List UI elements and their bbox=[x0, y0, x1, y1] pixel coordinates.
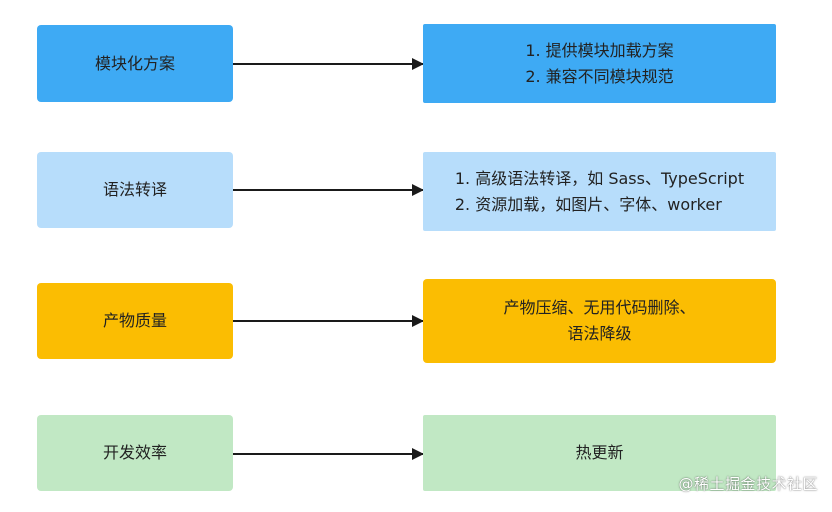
detail-syntax-transpile-text: 1. 高级语法转译，如 Sass、TypeScript 2. 资源加载，如图片、… bbox=[455, 166, 744, 218]
detail-output-quality-line-2: 语法降级 bbox=[567, 324, 632, 343]
watermark-text: @稀土掘金技术社区 bbox=[678, 475, 818, 493]
arrow-modularization bbox=[233, 58, 424, 70]
detail-modularization-text: 1. 提供模块加载方案 2. 兼容不同模块规范 bbox=[525, 38, 673, 90]
node-modularization: 模块化方案 bbox=[37, 25, 233, 102]
detail-syntax-transpile-line-1: 1. 高级语法转译，如 Sass、TypeScript bbox=[454, 168, 745, 188]
detail-modularization-line-2: 2. 兼容不同模块规范 bbox=[525, 66, 674, 86]
detail-dev-efficiency-text: 热更新 bbox=[575, 440, 623, 466]
detail-dev-efficiency-line-1: 热更新 bbox=[575, 443, 624, 462]
node-syntax-transpile-label: 语法转译 bbox=[102, 180, 167, 199]
detail-modularization-line-1: 1. 提供模块加载方案 bbox=[525, 40, 674, 60]
detail-modularization: 1. 提供模块加载方案 2. 兼容不同模块规范 bbox=[423, 24, 776, 103]
node-output-quality: 产物质量 bbox=[37, 283, 233, 359]
node-dev-efficiency-label: 开发效率 bbox=[102, 443, 167, 462]
arrow-output-quality bbox=[233, 315, 424, 327]
node-output-quality-label: 产物质量 bbox=[102, 311, 167, 330]
arrow-dev-efficiency bbox=[233, 448, 424, 460]
detail-dev-efficiency: 热更新 bbox=[423, 415, 776, 491]
node-syntax-transpile: 语法转译 bbox=[37, 152, 233, 228]
detail-output-quality-line-1: 产物压缩、无用代码删除、 bbox=[503, 298, 696, 317]
detail-output-quality-text: 产物压缩、无用代码删除、 语法降级 bbox=[503, 295, 695, 347]
detail-syntax-transpile: 1. 高级语法转译，如 Sass、TypeScript 2. 资源加载，如图片、… bbox=[423, 152, 776, 231]
node-modularization-label: 模块化方案 bbox=[94, 53, 175, 73]
detail-syntax-transpile-line-2: 2. 资源加载，如图片、字体、worker bbox=[454, 194, 722, 214]
node-dev-efficiency: 开发效率 bbox=[37, 415, 233, 491]
arrow-syntax-transpile bbox=[233, 184, 424, 196]
detail-output-quality: 产物压缩、无用代码删除、 语法降级 bbox=[423, 279, 776, 363]
